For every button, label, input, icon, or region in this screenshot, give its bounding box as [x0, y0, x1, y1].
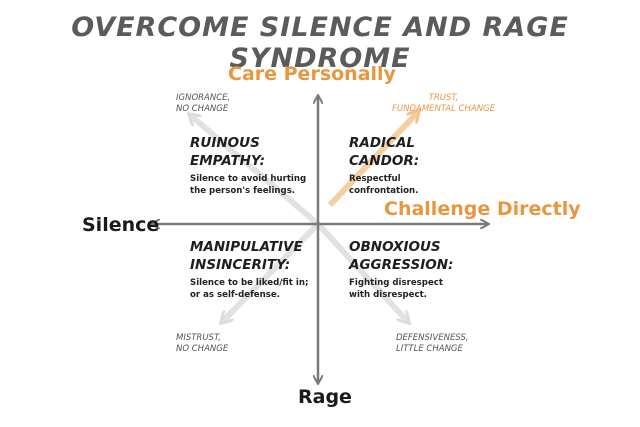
quadrant-description: Respectful confrontation.: [349, 174, 419, 196]
diagonal-arrow-bottom-right: [315, 221, 408, 322]
quadrant-ruinous-empathy: RUINOUS EMPATHY: Silence to avoid hurtin…: [190, 134, 315, 197]
quadrant-manipulative-insincerity: MANIPULATIVE INSINCERITY: Silence to be …: [190, 238, 315, 301]
quadrant-obnoxious-aggression: OBNOXIOUS AGGRESSION: Fighting disrespec…: [349, 238, 459, 301]
axis-label-care-personally: Care Personally: [228, 63, 396, 85]
axis-label-challenge-directly: Challenge Directly: [384, 198, 581, 220]
axis-label-rage: Rage: [298, 386, 352, 408]
quadrant-title: RADICAL CANDOR:: [349, 135, 420, 169]
quadrant-description: Fighting disrespect with disrespect.: [349, 278, 443, 300]
quadrant-title: RUINOUS EMPATHY:: [190, 135, 265, 169]
quadrant-title: OBNOXIOUS AGGRESSION:: [349, 239, 454, 273]
diagonal-arrow-bottom-left: [222, 221, 321, 322]
diagonal-arrow-top-right: [327, 112, 418, 208]
quadrant-title: MANIPULATIVE INSINCERITY:: [190, 239, 303, 273]
corner-note-ignorance: IGNORANCE, NO CHANGE: [176, 93, 231, 114]
corner-note-mistrust: MISTRUST, NO CHANGE: [176, 333, 229, 354]
corner-note-defensiveness: DEFENSIVENESS, LITTLE CHANGE: [396, 333, 469, 354]
quadrant-description: Silence to avoid hurting the person's fe…: [190, 174, 307, 196]
diagram-title: OVERCOME SILENCE AND RAGE SYNDROME: [71, 12, 569, 74]
diagonal-arrow-top-left: [190, 115, 320, 227]
quadrant-radical-candor: RADICAL CANDOR: Respectful confrontation…: [349, 134, 449, 197]
corner-note-trust: TRUST, FUNDAMENTAL CHANGE: [392, 93, 496, 114]
axis-label-silence: Silence: [82, 214, 160, 236]
quadrant-description: Silence to be liked/fit in; or as self-d…: [190, 278, 309, 300]
